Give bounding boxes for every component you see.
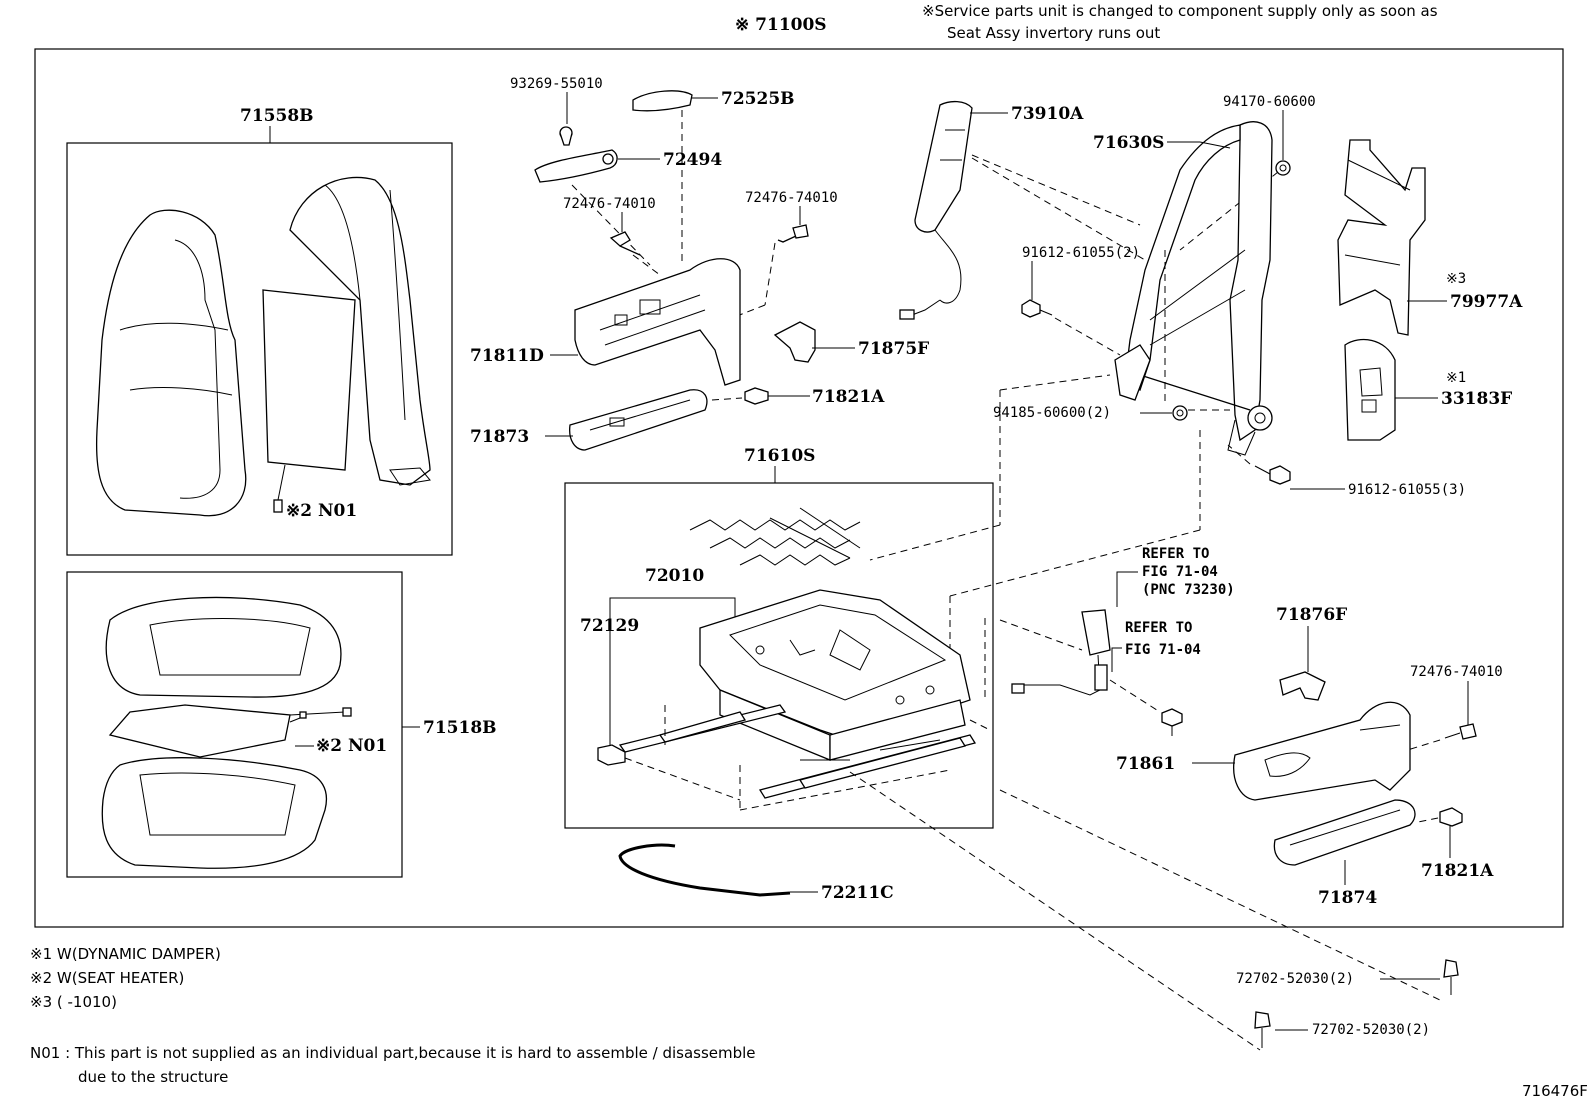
label-94170-60600: 94170-60600 (1223, 94, 1316, 110)
label-n01-cushion: ※2 N01 (316, 736, 387, 756)
legend-n01-line2: due to the structure (78, 1068, 228, 1086)
cushion-heater (108, 704, 352, 758)
label-72476-74010-b: 72476-74010 (745, 190, 838, 206)
label-72494: 72494 (663, 150, 722, 170)
shield-71811D (574, 258, 741, 386)
label-93269-55010: 93269-55010 (510, 76, 603, 92)
bolt-belt (1161, 708, 1183, 736)
clip-71821A-b (1439, 807, 1463, 858)
cushion-frame-box (564, 482, 994, 829)
cushion-pad (105, 596, 342, 698)
cap-72525B (632, 90, 693, 112)
service-note-line1: ※Service parts unit is changed to compon… (922, 2, 1438, 20)
label-33183F: 33183F (1441, 389, 1512, 409)
bolt-91612-a (1021, 299, 1053, 318)
label-71518B: 71518B (423, 718, 497, 738)
bracket-72494 (534, 149, 618, 183)
refer2-line2: FIG 71-04 (1125, 642, 1201, 658)
label-71821A-a: 71821A (812, 387, 885, 407)
label-79977A: 79977A (1450, 292, 1523, 312)
label-79977A-mark: ※3 (1446, 271, 1466, 287)
screw-93269 (559, 126, 573, 146)
cover-71874 (1273, 799, 1416, 866)
refer2-line1: REFER TO (1125, 620, 1192, 636)
legend-3: ※3 ( -1010) (30, 993, 117, 1011)
label-72525B: 72525B (721, 89, 795, 109)
label-72476-74010-a: 72476-74010 (563, 196, 656, 212)
seat-rails (618, 704, 977, 799)
label-71875F: 71875F (858, 339, 929, 359)
seatback-cover-front (95, 209, 247, 517)
pad-79977A (1337, 139, 1426, 336)
shield-71861 (1233, 701, 1411, 801)
damper-33183F (1344, 338, 1396, 441)
bracket-72129 (597, 744, 626, 766)
label-71873: 71873 (470, 427, 529, 447)
bolt-91612-b (1254, 465, 1291, 485)
figure-id: 716476F (1522, 1082, 1588, 1099)
cover-71875F (773, 321, 816, 363)
nut-94185 (1172, 405, 1188, 421)
service-note-line2: Seat Assy invertory runs out (947, 24, 1160, 42)
label-72010: 72010 (645, 566, 704, 586)
assembly-number: ※ 71100S (735, 15, 827, 35)
label-73910A: 73910A (1011, 104, 1084, 124)
legend-2: ※2 W(SEAT HEATER) (30, 969, 184, 987)
seatback-cover-box (66, 142, 453, 556)
bolt-72702-a (1443, 959, 1459, 995)
label-72211C: 72211C (821, 883, 894, 903)
refer1-line1: REFER TO (1142, 546, 1209, 562)
label-94185-60600-2: 94185-60600(2) (993, 405, 1111, 421)
label-71874: 71874 (1318, 888, 1377, 908)
label-71610S: 71610S (744, 446, 815, 466)
seatback-cover-rear (262, 176, 431, 513)
label-91612-61055-3: 91612-61055(3) (1348, 482, 1466, 498)
label-71630S: 71630S (1093, 133, 1164, 153)
label-71811D: 71811D (470, 346, 544, 366)
label-72702-52030-b: 72702-52030(2) (1312, 1022, 1430, 1038)
label-72129: 72129 (580, 616, 639, 636)
label-91612-61055-2: 91612-61055(2) (1022, 245, 1140, 261)
trim-72211C (618, 843, 791, 897)
label-71821A-b: 71821A (1421, 861, 1494, 881)
legend-n01-line1: N01 : This part is not supplied as an in… (30, 1044, 756, 1062)
clip-71821A-a (744, 387, 810, 405)
seat-springs (689, 507, 861, 566)
screw-72476-c (1444, 723, 1477, 740)
bolt-72702-b (1254, 1011, 1271, 1048)
airbag-73910A (899, 100, 973, 320)
cover-71876F (1279, 671, 1326, 701)
label-71861: 71861 (1116, 754, 1175, 774)
cushion-cover (101, 757, 327, 869)
legend-1: ※1 W(DYNAMIC DAMPER) (30, 945, 221, 963)
cushion-cover-box (66, 571, 403, 878)
label-n01-back: ※2 N01 (286, 501, 357, 521)
assembly-frame (34, 48, 1564, 928)
screw-72476-b (777, 224, 809, 243)
screw-72476-a (609, 231, 641, 256)
buckle-73230 (1011, 609, 1111, 696)
label-72702-52030-a: 72702-52030(2) (1236, 971, 1354, 987)
refer1-line3: (PNC 73230) (1142, 582, 1235, 598)
cushion-frame-72010 (699, 589, 971, 761)
back-frame-71630S (1114, 121, 1273, 456)
label-71558B: 71558B (240, 106, 314, 126)
label-72476-74010-c: 72476-74010 (1410, 664, 1503, 680)
label-71876F: 71876F (1276, 605, 1347, 625)
label-33183F-mark: ※1 (1446, 370, 1466, 386)
cover-71873 (569, 389, 708, 451)
refer1-line2: FIG 71-04 (1142, 564, 1218, 580)
nut-94170 (1275, 160, 1291, 176)
